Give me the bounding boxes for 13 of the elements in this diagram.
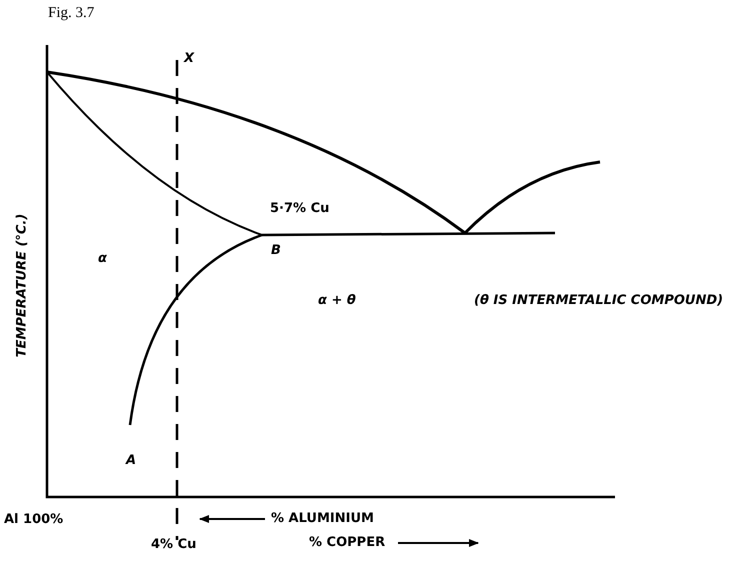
- axis-label: Al 100%: [4, 513, 64, 526]
- point-label: B: [271, 244, 281, 257]
- line-label: X: [184, 52, 194, 65]
- figure-title: Fig. 3.7: [48, 6, 94, 21]
- composition-label: 5·7% Cu: [270, 202, 330, 215]
- phase-label: α + θ: [318, 294, 356, 307]
- axis-label: % ALUMINIUM: [271, 512, 374, 525]
- composition-label: 4% Cu: [151, 538, 196, 551]
- point-label: A: [126, 454, 136, 467]
- phase-label: α: [98, 252, 107, 265]
- annotation-note: (θ IS INTERMETALLIC COMPOUND): [474, 294, 724, 307]
- axis-label: TEMPERATURE (°C.): [16, 213, 28, 357]
- axis-label: % COPPER: [309, 536, 386, 549]
